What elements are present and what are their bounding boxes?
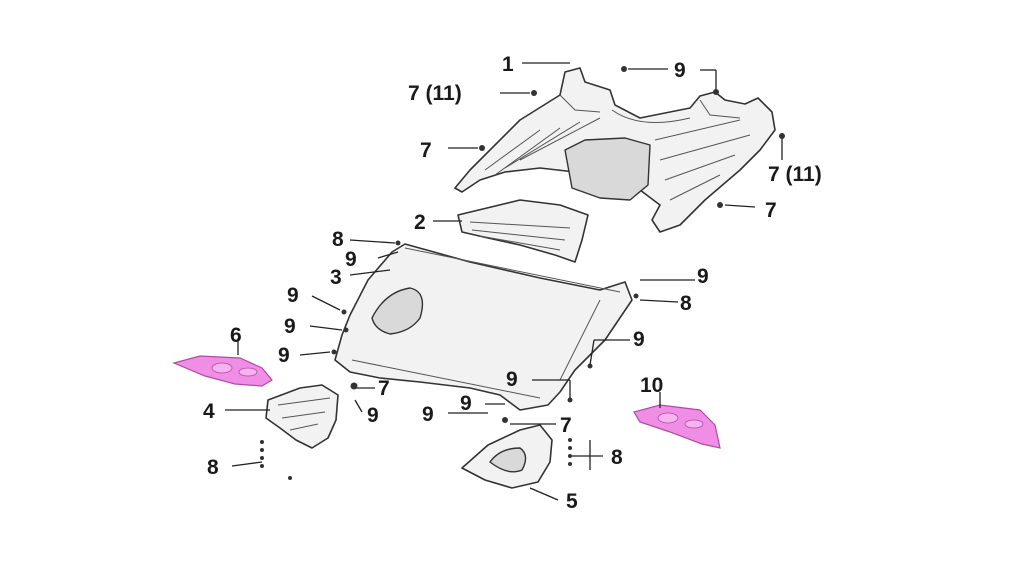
callout-9: 9 [460, 392, 472, 415]
callout-9: 9 [367, 404, 379, 427]
fasteners [260, 66, 785, 480]
part-6-pink-cover [172, 355, 273, 387]
callout-8: 8 [611, 446, 623, 469]
callout-7-11: 7 (11) [408, 82, 462, 105]
callout-1: 1 [502, 53, 514, 76]
callout-10: 10 [640, 374, 663, 397]
callout-9: 9 [674, 59, 686, 82]
callout-9: 9 [287, 284, 299, 307]
callout-9: 9 [506, 368, 518, 391]
callout-9: 9 [697, 265, 709, 288]
callout-8: 8 [332, 228, 344, 251]
part-5-right-bracket [461, 424, 553, 489]
callout-9: 9 [278, 344, 290, 367]
callout-9: 9 [422, 403, 434, 426]
callout-3: 3 [330, 266, 342, 289]
callout-5: 5 [566, 490, 578, 513]
callout-8: 8 [680, 292, 692, 315]
part-3-main-floor-cover [334, 243, 633, 411]
part-10-pink-cover [633, 404, 721, 449]
part-2-inner-cover [457, 199, 589, 263]
callout-7: 7 [560, 414, 572, 437]
callout-labels: 1 9 7 (11) 7 7 (11) 7 2 8 9 3 9 8 9 9 6 … [203, 53, 822, 513]
leader-lines [225, 62, 783, 501]
callout-7: 7 [420, 139, 432, 162]
part-4-left-bracket [265, 384, 339, 449]
callout-2: 2 [414, 211, 426, 234]
callout-4: 4 [203, 400, 215, 423]
callout-7-11: 7 (11) [768, 163, 822, 186]
callout-9: 9 [633, 328, 645, 351]
callout-9: 9 [345, 248, 357, 271]
callout-9: 9 [284, 315, 296, 338]
callout-7: 7 [378, 377, 390, 400]
part-1-floor-panel [454, 67, 776, 233]
callout-8: 8 [207, 456, 219, 479]
callout-6: 6 [230, 324, 242, 347]
callout-7: 7 [765, 199, 777, 222]
